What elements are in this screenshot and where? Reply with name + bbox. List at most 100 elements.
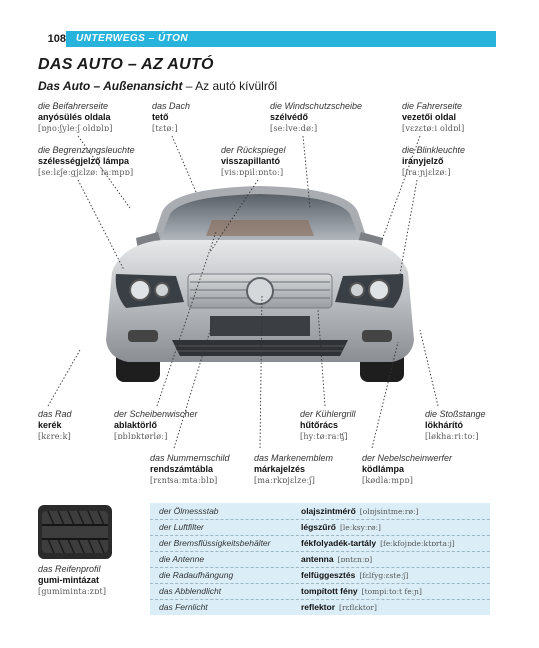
table-row: das Abblendlicht tompított fény[tompiːto… xyxy=(150,584,490,600)
label-hu: rendszámtábla xyxy=(150,464,214,474)
car-front-illustration xyxy=(106,186,414,382)
vocab-hu-word: antenna xyxy=(301,554,334,564)
label-windschutzscheibe: die Windschutzscheibe szélvédő [seːlveːd… xyxy=(270,101,362,134)
label-de: das Dach xyxy=(152,101,191,111)
table-row: der Luftfilter légszűrő[leːksyːrøː] xyxy=(150,520,490,536)
vocab-hu: reflektor[rɛflɛktor] xyxy=(301,600,377,615)
subtitle-de: Das Auto – Außenansicht xyxy=(38,79,183,93)
label-begrenzungsleuchte: die Begrenzungsleuchte szélességjelző lá… xyxy=(38,145,135,178)
label-phonetic: [rɛnʦaːmtaːblɒ] xyxy=(150,476,218,485)
label-de: der Scheibenwischer xyxy=(114,409,198,419)
vocab-de: der Bremsflüssigkeitsbehälter xyxy=(159,538,271,548)
vocab-de: der Luftfilter xyxy=(159,522,204,532)
label-nummernschild: das Nummernschild rendszámtábla [rɛnʦaːm… xyxy=(150,453,230,486)
vocab-de: der Ölmessstab xyxy=(159,506,219,516)
vocab-phonetic: [rɛflɛktor] xyxy=(339,603,377,612)
label-de: das Reifenprofil xyxy=(38,564,101,574)
label-de: die Beifahrerseite xyxy=(38,101,109,111)
label-beifahrerseite: die Beifahrerseite anyósülés oldala [ɒɲo… xyxy=(38,101,113,134)
label-hu: ablaktörlő xyxy=(114,420,158,430)
label-phonetic: [iraːɲjɛlzøː] xyxy=(402,168,451,177)
label-hu: anyósülés oldala xyxy=(38,112,111,122)
label-nebelscheinwerfer: der Nebelscheinwerfer ködlámpa [kødlaːmp… xyxy=(362,453,452,486)
label-de: der Kühlergrill xyxy=(300,409,356,419)
label-hu: visszapillantó xyxy=(221,156,281,166)
label-phonetic: [vɛzɛtøːi oldɒl] xyxy=(402,124,465,133)
label-markenemblem: das Markenemblem márkajelzés [maːrkɒjɛlz… xyxy=(254,453,333,486)
label-de: die Fahrerseite xyxy=(402,101,463,111)
vocab-phonetic: [olɒjsintmeːrøː] xyxy=(359,507,419,516)
label-hu: hűtőrács xyxy=(300,420,339,430)
vocab-hu-word: légszűrő xyxy=(301,522,336,532)
label-dach: das Dach tető [tɛtøː] xyxy=(152,101,190,134)
vocab-hu-word: fékfolyadék-tartály xyxy=(301,538,377,548)
label-de: das Nummernschild xyxy=(150,453,230,463)
page-subtitle: Das Auto – Außenansicht – Az autó kívülr… xyxy=(38,79,277,93)
label-de: das Rad xyxy=(38,409,72,419)
vocab-hu: tompított fény[tompiːtoːt feːɲ] xyxy=(301,584,422,599)
label-hu: kerék xyxy=(38,420,62,430)
label-hu: vezetői oldal xyxy=(402,112,457,122)
table-row: der Bremsflüssigkeitsbehälter fékfolyadé… xyxy=(150,536,490,552)
section-title: UNTERWEGS – ÚTON xyxy=(76,33,189,44)
label-de: der Nebelscheinwerfer xyxy=(362,453,453,463)
vocab-hu: felfüggesztés[fɛlfygːɛsteːʃ] xyxy=(301,568,408,583)
label-stossstange: die Stoßstange lökhárító [løkhaːriːtoː] xyxy=(425,409,486,442)
label-phonetic: [seːlɛʃeːgjɛlzøː laːmpɒ] xyxy=(38,168,134,177)
label-phonetic: [kødlaːmpɒ] xyxy=(362,476,414,485)
vocabulary-table: der Ölmessstab olajszintmérő[olɒjsintmeː… xyxy=(150,503,490,615)
label-phonetic: [løkhaːriːtoː] xyxy=(425,432,479,441)
label-hu: ködlámpa xyxy=(362,464,405,474)
label-reifenprofil: das Reifenprofil gumi-mintázat [gumimint… xyxy=(38,564,106,597)
label-hu: szélességjelző lámpa xyxy=(38,156,130,166)
vocab-phonetic: [fɛlfygːɛsteːʃ] xyxy=(359,571,409,580)
label-de: die Windschutzscheibe xyxy=(270,101,362,111)
vocab-phonetic: [ɒntɛnːɒ] xyxy=(337,555,373,564)
label-phonetic: [ɒɲoːʃyleːʃ oldɒlɒ] xyxy=(38,124,113,133)
label-rueckspiegel: der Rückspiegel visszapillantó [visːɒpil… xyxy=(221,145,286,178)
label-rad: das Rad kerék [kɛreːk] xyxy=(38,409,72,442)
label-phonetic: [seːlveːdøː] xyxy=(270,124,318,133)
page-title: DAS AUTO – AZ AUTÓ xyxy=(38,56,214,73)
table-row: die Antenne antenna[ɒntɛnːɒ] xyxy=(150,552,490,568)
label-fahrerseite: die Fahrerseite vezetői oldal [vɛzɛtøːi … xyxy=(402,101,464,134)
label-de: das Markenemblem xyxy=(254,453,334,463)
table-row: das Fernlicht reflektor[rɛflɛktor] xyxy=(150,600,490,615)
vocab-phonetic: [leːksyːrøː] xyxy=(339,523,381,532)
table-row: der Ölmessstab olajszintmérő[olɒjsintmeː… xyxy=(150,504,490,520)
vocab-phonetic: [feːkfojɒdeːktɒrtaːj] xyxy=(380,539,455,548)
vocab-hu-word: reflektor xyxy=(301,602,336,612)
label-blinkleuchte: die Blinkleuchte irányjelző [iraːɲjɛlzøː… xyxy=(402,145,465,178)
vocab-de: das Abblendlicht xyxy=(159,586,222,596)
tire-tread-illustration xyxy=(38,505,112,559)
label-de: die Blinkleuchte xyxy=(402,145,466,155)
vocab-hu: légszűrő[leːksyːrøː] xyxy=(301,520,381,535)
label-phonetic: [tɛtøː] xyxy=(152,124,178,133)
vocab-de: das Fernlicht xyxy=(159,602,208,612)
label-phonetic: [visːɒpilːɒntoː] xyxy=(221,168,284,177)
table-row: die Radaufhängung felfüggesztés[fɛlfygːɛ… xyxy=(150,568,490,584)
vocab-hu-word: olajszintmérő xyxy=(301,506,356,516)
label-phonetic: [hyːtøːraːʧ] xyxy=(300,432,348,441)
subtitle-hu: – Az autó kívülről xyxy=(182,79,278,93)
vocab-hu: antenna[ɒntɛnːɒ] xyxy=(301,552,372,567)
vocab-de: die Radaufhängung xyxy=(159,570,234,580)
label-phonetic: [maːrkɒjɛlzeːʃ] xyxy=(254,476,316,485)
label-scheibenwischer: der Scheibenwischer ablaktörlő [ɒblɒktør… xyxy=(114,409,198,442)
header-band xyxy=(34,31,496,47)
label-hu: márkajelzés xyxy=(254,464,306,474)
label-phonetic: [ɒblɒktørløː] xyxy=(114,432,168,441)
vocab-hu-word: felfüggesztés xyxy=(301,570,356,580)
label-hu: gumi-mintázat xyxy=(38,575,100,585)
page-number: 108 xyxy=(34,31,66,47)
vocab-de: die Antenne xyxy=(159,554,205,564)
label-hu: lökhárító xyxy=(425,420,464,430)
label-de: die Stoßstange xyxy=(425,409,486,419)
vocab-hu: fékfolyadék-tartály[feːkfojɒdeːktɒrtaːj] xyxy=(301,536,455,551)
label-de: die Begrenzungsleuchte xyxy=(38,145,135,155)
label-de: der Rückspiegel xyxy=(221,145,286,155)
label-phonetic: [kɛreːk] xyxy=(38,432,71,441)
label-hu: tető xyxy=(152,112,169,122)
label-kuehlergrill: der Kühlergrill hűtőrács [hyːtøːraːʧ] xyxy=(300,409,356,442)
vocab-hu-word: tompított fény xyxy=(301,586,358,596)
